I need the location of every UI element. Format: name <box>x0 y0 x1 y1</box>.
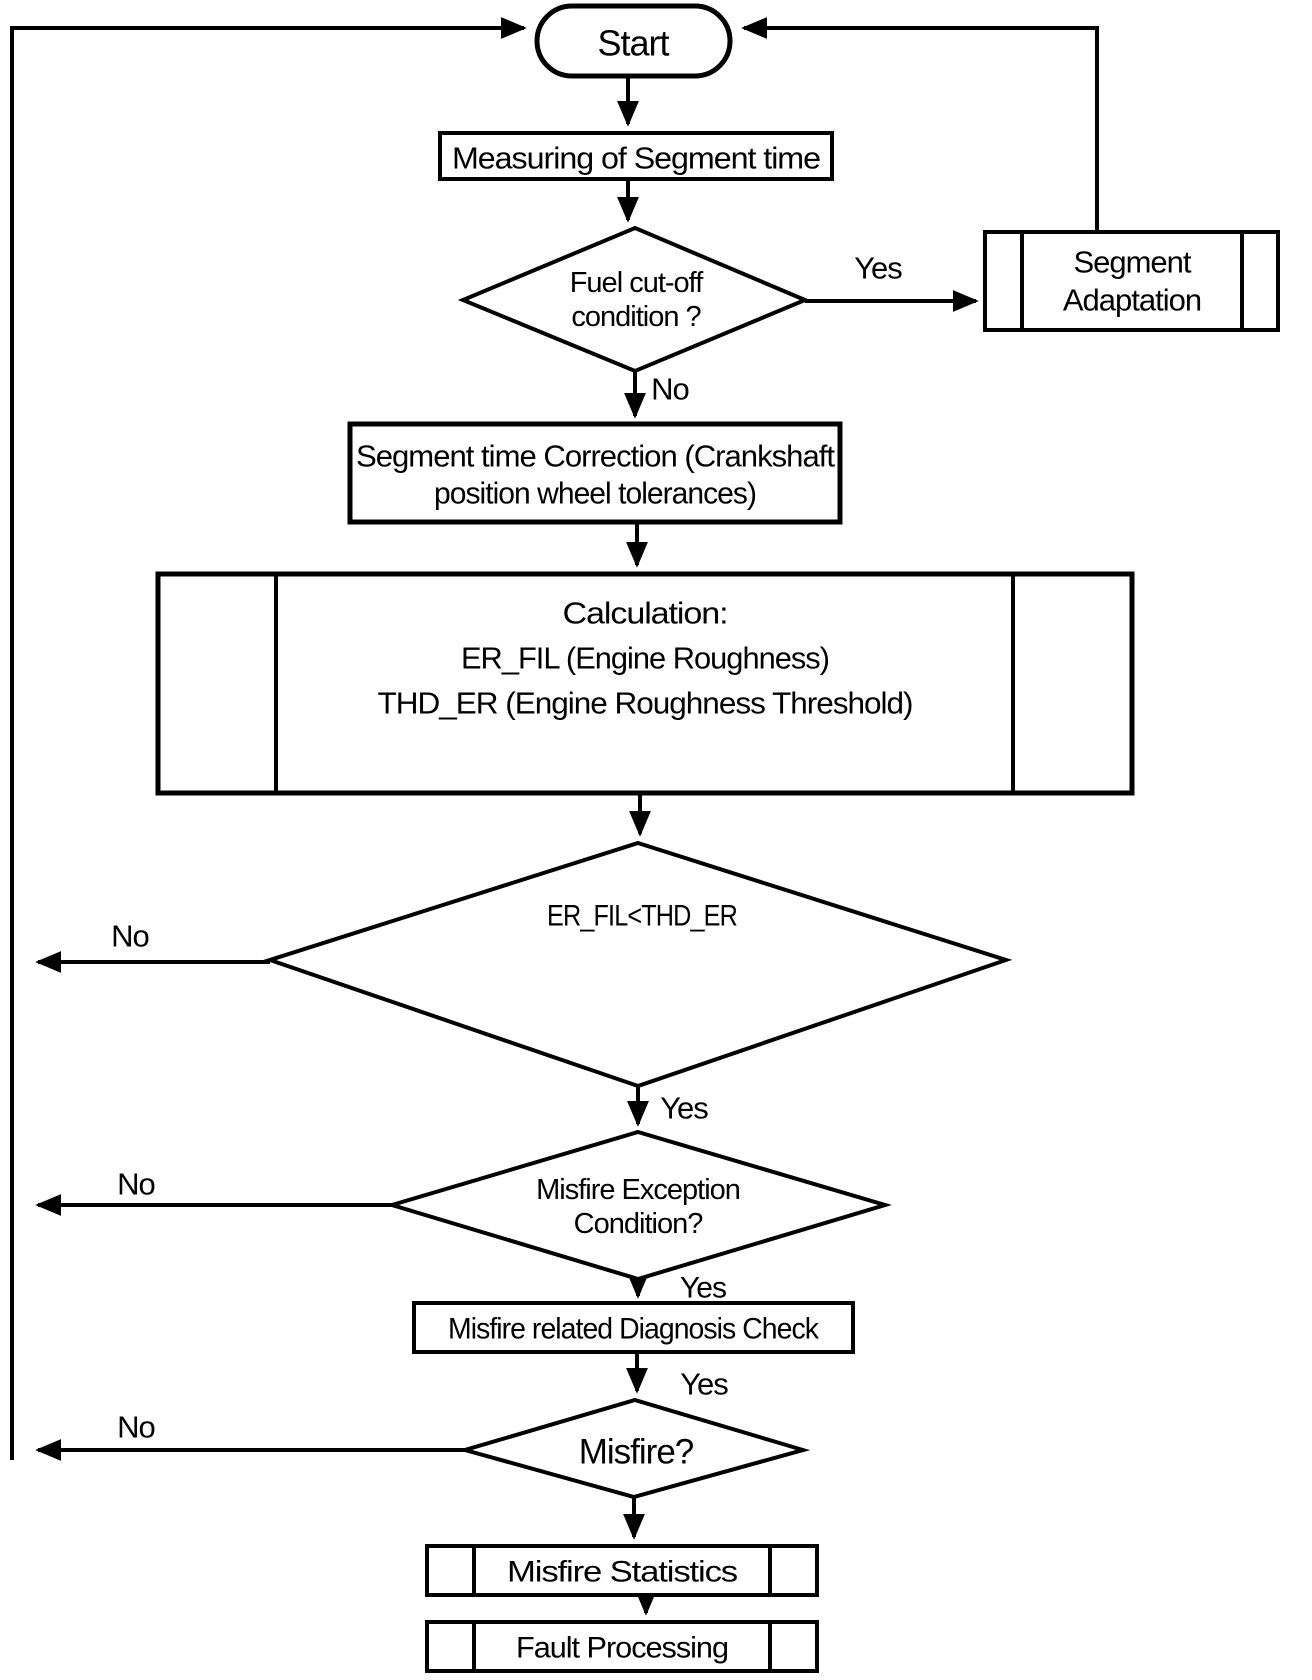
correction-line1: Segment time Correction (Crankshaft <box>356 439 835 474</box>
measuring-label: Measuring of Segment time <box>452 141 820 176</box>
exception-no-label: No <box>117 1167 155 1202</box>
calculation-line1: Calculation: <box>563 596 728 631</box>
er-check-diamond <box>263 840 1013 1089</box>
correction-box-shape <box>347 421 843 525</box>
misfire-label: Misfire? <box>579 1433 694 1472</box>
diagnosis-check-box: Misfire related Diagnosis Check <box>412 1301 855 1354</box>
misfire-decision: Misfire? <box>457 1397 811 1500</box>
fuel-cutoff-line2: condition ? <box>571 301 701 333</box>
calculation-box-shape <box>155 571 1135 796</box>
calculation-line3: THD_ER (Engine Roughness Threshold) <box>378 686 913 721</box>
fuel-cutoff-decision: Fuel cut-off condition ? <box>457 225 811 374</box>
segment-adaptation-shape <box>983 230 1280 332</box>
return-line-left <box>10 17 527 1460</box>
fuel-cutoff-line1: Fuel cut-off <box>570 267 704 299</box>
fault-processing-label: Fault Processing <box>516 1632 728 1665</box>
misfire-statistics-box: Misfire Statistics <box>425 1544 819 1597</box>
er-no-label: No <box>111 919 149 954</box>
calculation-box: Calculation: ER_FIL (Engine Roughness) T… <box>155 571 1135 796</box>
misfire-exception-line1: Misfire Exception <box>536 1174 740 1206</box>
exception-yes-label: Yes <box>680 1272 726 1305</box>
misfire-statistics-shape <box>425 1544 819 1597</box>
measuring-box: Measuring of Segment time <box>438 131 834 181</box>
fuel-no-label: No <box>651 372 689 407</box>
diagnosis-check-shape <box>412 1301 855 1354</box>
fuel-yes-label: Yes <box>854 251 902 286</box>
fault-processing-shape <box>425 1620 819 1673</box>
measuring-box-shape <box>438 131 834 181</box>
er-check-label: ER_FIL<THD_ER <box>547 900 737 933</box>
misfire-no-label: No <box>117 1410 155 1445</box>
diagnosis-check-label: Misfire related Diagnosis Check <box>448 1313 820 1346</box>
segment-adaptation-line1: Segment <box>1073 245 1191 280</box>
fault-processing-box: Fault Processing <box>425 1620 819 1673</box>
start-label: Start <box>597 23 669 64</box>
diagnosis-yes-label: Yes <box>680 1367 728 1402</box>
calculation-line2: ER_FIL (Engine Roughness) <box>461 641 829 676</box>
correction-box: Segment time Correction (Crankshaft posi… <box>347 421 843 525</box>
misfire-exception-diamond <box>385 1129 893 1282</box>
misfire-exception-decision: Misfire Exception Condition? <box>385 1129 893 1282</box>
misfire-exception-line2: Condition? <box>574 1208 704 1240</box>
segment-adaptation-box: Segment Adaptation <box>983 230 1280 332</box>
misfire-statistics-label: Misfire Statistics <box>507 1556 737 1589</box>
er-check-decision: ER_FIL<THD_ER <box>263 840 1013 1089</box>
return-line-right <box>741 17 1099 232</box>
start-terminator-shape <box>534 3 733 79</box>
fuel-cutoff-diamond <box>457 225 811 374</box>
start-node: Start <box>534 3 733 79</box>
correction-line2: position wheel tolerances) <box>434 476 756 511</box>
misfire-diamond <box>457 1397 811 1500</box>
er-yes-label: Yes <box>660 1091 708 1126</box>
segment-adaptation-line2: Adaptation <box>1063 283 1201 318</box>
